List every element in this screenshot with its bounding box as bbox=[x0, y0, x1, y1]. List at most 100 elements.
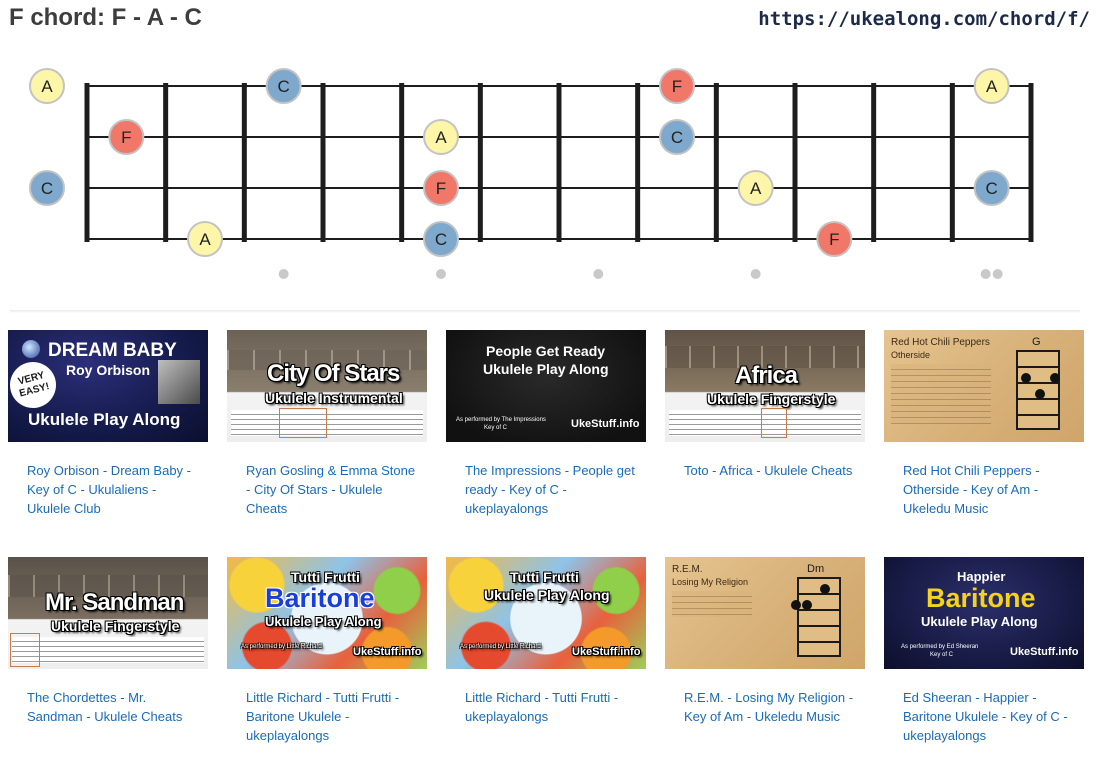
fret-marker bbox=[992, 269, 1003, 279]
note-marker-F: F bbox=[108, 119, 145, 155]
note-marker-A: A bbox=[973, 68, 1010, 104]
video-link[interactable]: Red Hot Chili Peppers - Otherside - Key … bbox=[903, 463, 1040, 516]
thumb-subtitle: Ukulele Play Along bbox=[265, 614, 382, 629]
fret-marker bbox=[278, 269, 289, 279]
note-marker-C: C bbox=[265, 68, 302, 104]
video-thumbnail[interactable]: Africa Ukulele Fingerstyle bbox=[665, 330, 865, 442]
chord-diagram bbox=[797, 577, 841, 657]
chord-dot bbox=[791, 600, 801, 610]
artist-photo bbox=[158, 360, 200, 404]
thumb-performer: As performed by Little Richard bbox=[241, 644, 322, 650]
video-thumbnail[interactable]: City Of Stars Ukulele Instrumental bbox=[227, 330, 427, 442]
video-card-happier[interactable]: Happier Baritone Ukulele Play Along As p… bbox=[884, 557, 1084, 745]
thumb-subtitle: Ukulele Instrumental bbox=[265, 390, 403, 406]
thumb-subtitle: Ukulele Play Along bbox=[921, 614, 1038, 629]
video-link[interactable]: Ryan Gosling & Emma Stone - City Of Star… bbox=[246, 463, 416, 516]
fretboard-photo bbox=[665, 346, 865, 368]
note-label: C bbox=[278, 77, 290, 96]
video-thumbnail[interactable]: People Get Ready Ukulele Play Along As p… bbox=[446, 330, 646, 442]
note-label: F bbox=[672, 77, 682, 96]
note-marker-C: C bbox=[659, 119, 695, 155]
note-marker-F: F bbox=[659, 68, 695, 104]
video-card-dream-baby[interactable]: DREAM BABY Roy Orbison VERY EASY! Ukulel… bbox=[8, 330, 208, 518]
highlight-box bbox=[279, 408, 327, 438]
note-marker-A: A bbox=[29, 68, 65, 104]
video-link[interactable]: The Chordettes - Mr. Sandman - Ukulele C… bbox=[27, 690, 183, 724]
thumb-subtitle: Losing My Religion bbox=[672, 577, 749, 587]
note-label: A bbox=[750, 179, 762, 198]
thumb-subtitle: Ukulele Fingerstyle bbox=[51, 618, 180, 634]
chord-dot bbox=[1021, 373, 1031, 383]
fretboard-photo bbox=[227, 350, 427, 370]
video-thumbnail[interactable]: Red Hot Chili Peppers Otherside G bbox=[884, 330, 1084, 442]
video-card-otherside[interactable]: Red Hot Chili Peppers Otherside G Red Ho… bbox=[884, 330, 1084, 518]
tab-notation bbox=[231, 410, 423, 436]
note-label: A bbox=[199, 230, 211, 249]
chord-dot bbox=[820, 584, 830, 594]
fret-marker bbox=[980, 269, 991, 279]
video-card-losing-my-religion[interactable]: R.E.M. Losing My Religion Dm R.E.M. - Lo… bbox=[665, 557, 865, 726]
chord-dot bbox=[1035, 389, 1045, 399]
ukestuff-logo: UkeStuff.info bbox=[572, 646, 641, 658]
note-marker-F: F bbox=[816, 221, 853, 257]
note-label: F bbox=[121, 128, 131, 147]
note-marker-C: C bbox=[973, 170, 1010, 206]
highlight-box bbox=[761, 408, 787, 438]
note-marker-F: F bbox=[423, 170, 459, 206]
note-marker-A: A bbox=[737, 170, 774, 206]
thumb-title: Mr. Sandman bbox=[45, 589, 184, 616]
thumb-title: Happier bbox=[957, 569, 1006, 584]
video-thumbnail[interactable]: Tutti Frutti Baritone Ukulele Play Along… bbox=[227, 557, 427, 669]
video-link[interactable]: Little Richard - Tutti Frutti - Baritone… bbox=[246, 690, 400, 743]
video-card-city-of-stars[interactable]: City Of Stars Ukulele Instrumental Ryan … bbox=[227, 330, 427, 518]
lyrics-text bbox=[672, 591, 752, 617]
thumb-subtitle: Ukulele Play Along bbox=[484, 587, 610, 603]
note-label: A bbox=[41, 77, 53, 96]
video-link[interactable]: Roy Orbison - Dream Baby - Key of C - Uk… bbox=[27, 463, 191, 516]
thumb-title: R.E.M. bbox=[672, 564, 703, 575]
video-thumbnail[interactable]: Happier Baritone Ukulele Play Along As p… bbox=[884, 557, 1084, 669]
video-thumbnail[interactable]: DREAM BABY Roy Orbison VERY EASY! Ukulel… bbox=[8, 330, 208, 442]
video-thumbnail[interactable]: Mr. Sandman Ukulele Fingerstyle bbox=[8, 557, 208, 669]
thumb-title: Tutti Frutti bbox=[291, 569, 360, 585]
video-link[interactable]: R.E.M. - Losing My Religion - Key of Am … bbox=[684, 690, 854, 724]
note-label: A bbox=[986, 77, 998, 96]
chord-name: G bbox=[1032, 336, 1041, 348]
chord-dot bbox=[1050, 373, 1060, 383]
note-label: C bbox=[986, 179, 998, 198]
video-card-mr-sandman[interactable]: Mr. Sandman Ukulele Fingerstyle The Chor… bbox=[8, 557, 208, 726]
thumb-key: Key of C bbox=[930, 652, 954, 658]
video-card-people-get-ready[interactable]: People Get Ready Ukulele Play Along As p… bbox=[446, 330, 646, 518]
thumb-title: City Of Stars bbox=[267, 360, 400, 387]
highlight-box bbox=[10, 633, 40, 667]
video-link[interactable]: The Impressions - People get ready - Key… bbox=[465, 463, 635, 516]
fret-marker bbox=[750, 269, 761, 279]
ukestuff-logo: UkeStuff.info bbox=[1010, 646, 1079, 658]
thumb-baritone: Baritone bbox=[265, 583, 375, 613]
video-link[interactable]: Little Richard - Tutti Frutti - ukeplaya… bbox=[465, 690, 619, 724]
tab-notation bbox=[669, 410, 861, 436]
chord-name: Dm bbox=[807, 563, 825, 575]
ukestuff-logo: UkeStuff.info bbox=[571, 418, 640, 430]
thumb-title: DREAM BABY bbox=[48, 340, 177, 361]
thumb-subtitle: Ukulele Play Along bbox=[483, 361, 609, 377]
video-card-africa[interactable]: Africa Ukulele Fingerstyle Toto - Africa… bbox=[665, 330, 865, 480]
video-thumbnail[interactable]: Tutti Frutti Ukulele Play Along As perfo… bbox=[446, 557, 646, 669]
note-label: F bbox=[829, 230, 839, 249]
thumb-title: Africa bbox=[735, 362, 798, 389]
video-link[interactable]: Ed Sheeran - Happier - Baritone Ukulele … bbox=[903, 690, 1068, 743]
thumb-subtitle: Ukulele Play Along bbox=[28, 410, 181, 429]
lyrics-text bbox=[891, 364, 991, 424]
page-title: F chord: F - A - C bbox=[9, 4, 202, 31]
note-label: F bbox=[436, 179, 446, 198]
video-thumbnail[interactable]: R.E.M. Losing My Religion Dm bbox=[665, 557, 865, 669]
video-card-tutti-frutti-baritone[interactable]: Tutti Frutti Baritone Ukulele Play Along… bbox=[227, 557, 427, 745]
video-link[interactable]: Toto - Africa - Ukulele Cheats bbox=[684, 463, 853, 478]
page-url[interactable]: https://ukealong.com/chord/f/ bbox=[758, 8, 1090, 30]
thumb-subtitle: Otherside bbox=[891, 350, 931, 360]
note-label: C bbox=[41, 179, 53, 198]
thumb-performer: As performed by Ed Sheeran bbox=[901, 644, 979, 650]
thumb-baritone: Baritone bbox=[926, 583, 1036, 613]
video-card-tutti-frutti[interactable]: Tutti Frutti Ukulele Play Along As perfo… bbox=[446, 557, 646, 726]
